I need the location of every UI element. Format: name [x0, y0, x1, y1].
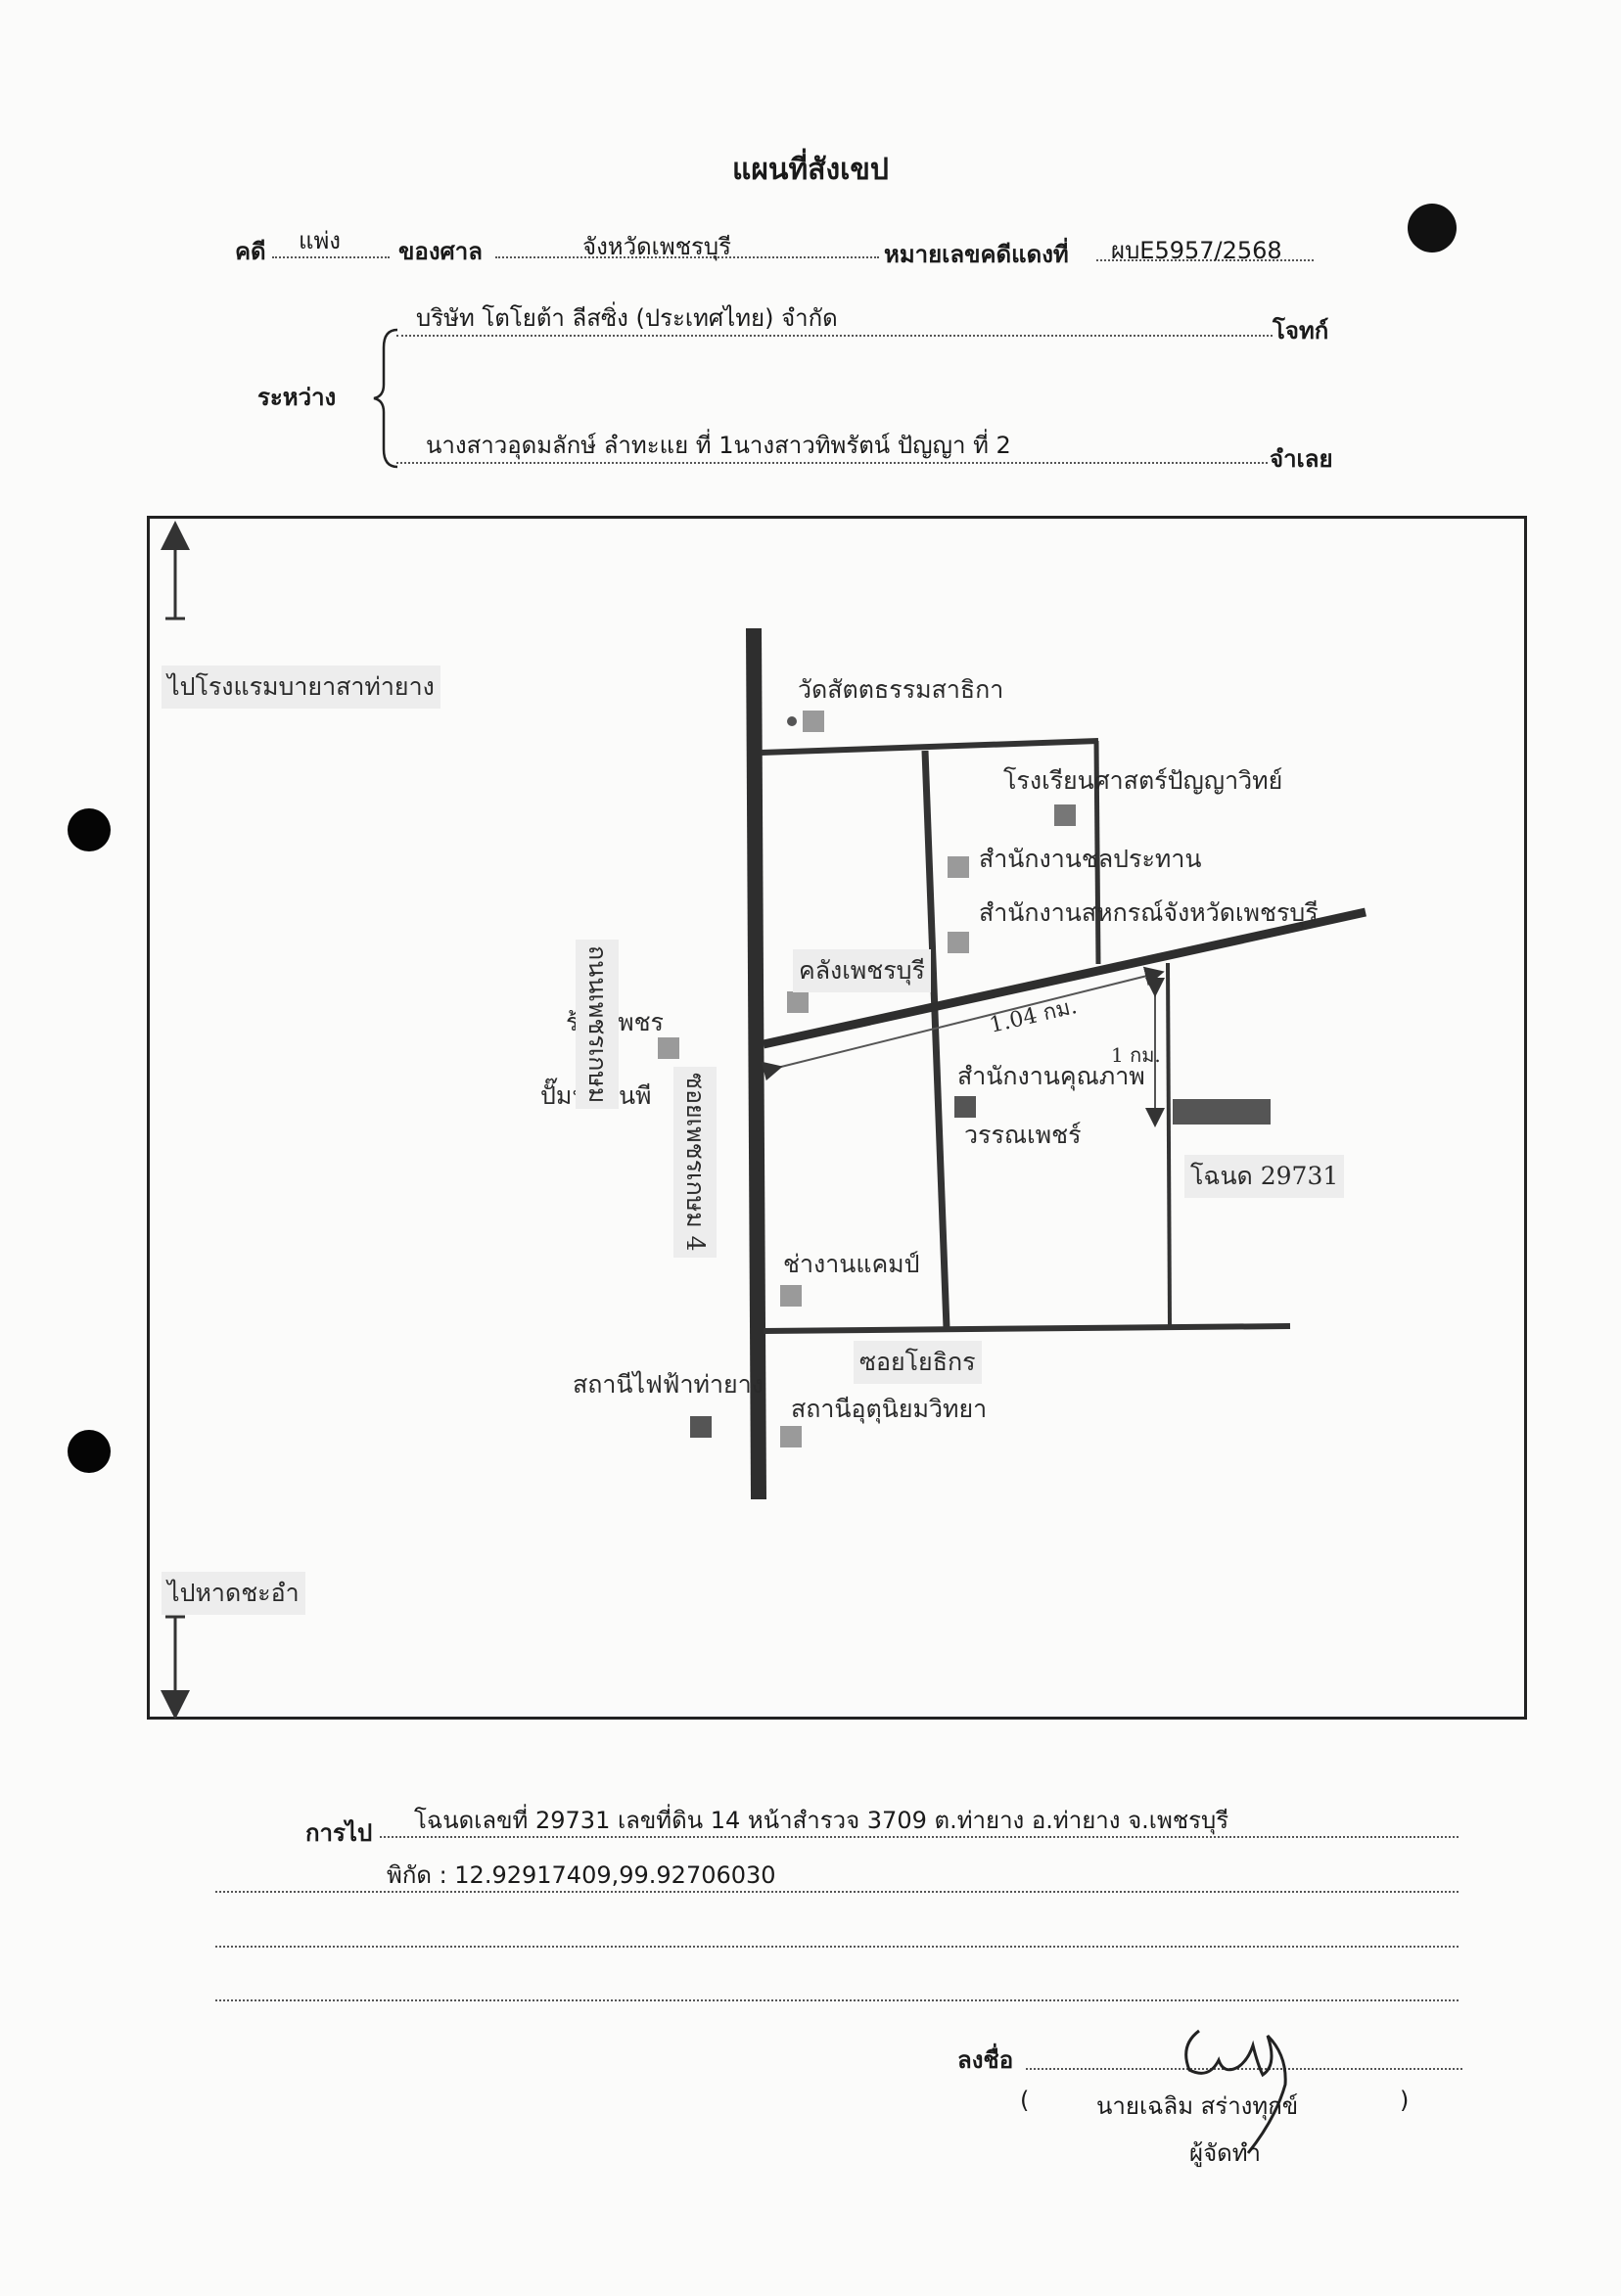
inner-road-line [921, 750, 950, 1329]
case-type: แพ่ง [299, 227, 342, 254]
signer-name: นายเฉลิม สร่างทุกข์ [1096, 2092, 1299, 2120]
school2-label: ช่างานแคมป์ [783, 1250, 920, 1278]
signature [1184, 2029, 1287, 2154]
sign-line [1026, 2068, 1462, 2070]
distance-arrow [761, 966, 1165, 1081]
directions-line-3 [215, 1946, 1459, 1948]
main-road-line [746, 627, 766, 1500]
signer-role: ผู้จัดทำ [1189, 2139, 1262, 2167]
office3-label: สำนักงานคุณภาพ [957, 1062, 1145, 1090]
signer-open: ( [1020, 2087, 1030, 2114]
main-road-soi-label: ซอยเพชรเกษม 4 [673, 1067, 717, 1258]
coords-text: พิกัด : 12.92917409,99.92706030 [387, 1861, 776, 1889]
to-top-label: ไปโรงแรมบายาสาท่ายาง [162, 666, 440, 709]
top-road-line [761, 738, 1099, 756]
bank-label: คลังเพชรบุรี [793, 949, 931, 992]
punch-hole-bottom [68, 1430, 111, 1473]
map-frame [147, 516, 1527, 1720]
plaintiff-label: โจทก์ [1273, 317, 1329, 344]
court-line [495, 256, 879, 258]
soi-label: ซอยโยธิกร [854, 1341, 982, 1384]
temple-dot [787, 716, 797, 726]
directions-label: การไป [305, 1819, 373, 1847]
ink-blot [1408, 204, 1457, 253]
school2-marker [780, 1285, 802, 1307]
soi-road-line [763, 1323, 1291, 1334]
right-road-line [1093, 740, 1101, 965]
shop-marker [658, 1037, 679, 1059]
station-marker [690, 1416, 712, 1438]
office3-marker [954, 1096, 976, 1118]
office1-label: สำนักงานชลประทาน [979, 845, 1202, 873]
office2-label: สำนักงานสหกรณ์จังหวัดเพชรบุรี [979, 898, 1319, 927]
office3b-label: วรรณเพชร์ [964, 1121, 1082, 1149]
office4-marker [780, 1426, 802, 1447]
plaintiff-line [396, 335, 1273, 337]
signer-close: ) [1400, 2087, 1410, 2114]
punch-hole-top [68, 808, 111, 851]
far-right-road-line [1166, 962, 1172, 1327]
between-label: ระหว่าง [257, 384, 337, 411]
defendants-line [396, 462, 1268, 464]
temple-marker [803, 711, 824, 732]
case-label: คดี [235, 238, 266, 265]
office2-marker [948, 932, 969, 953]
station-label: สถานีไฟฟ้าท่ายาง [573, 1370, 764, 1399]
defendant-label: จำเลย [1270, 445, 1333, 473]
case-number: ผบE5957/2568 [1111, 237, 1282, 264]
office1-marker [948, 856, 969, 878]
main-road-name: ถนนเพชรเกษม [583, 945, 612, 1104]
between-brace [373, 328, 398, 469]
to-bottom-label: ไปหาดชะอำ [162, 1572, 305, 1615]
defendants: นางสาวอุดมลักษ์ ลำทะแย ที่ 1นางสาวทิพรัต… [426, 432, 1011, 459]
directions-line-1 [380, 1836, 1459, 1838]
map-drawing [161, 521, 1366, 1720]
directions-text: โฉนดเลขที่ 29731 เลขที่ดิน 14 หน้าสำรวจ … [414, 1807, 1229, 1834]
main-road-label: ถนนเพชรเกษม [576, 940, 619, 1110]
bank-marker [787, 991, 809, 1013]
directions-line-4 [215, 1999, 1459, 2001]
distance2-label: 1 กม. [1111, 1043, 1161, 1067]
page-title: แผนที่สังเขป [732, 153, 889, 187]
plaintiff: บริษัท โตโยต้า ลีสซิ่ง (ประเทศไทย) จำกัด [416, 304, 838, 332]
school-label: โรงเรียนศาสตร์ปัญญาวิทย์ [1003, 766, 1283, 795]
case-number-label: หมายเลขคดีแดงที่ [884, 241, 1069, 268]
temple-label: วัดสัตตธรรมสาธิกา [798, 675, 1004, 704]
case-type-line [272, 256, 390, 258]
case-number-line [1096, 259, 1314, 261]
deed-plot [1173, 1099, 1271, 1125]
court-name: จังหวัดเพชรบุรี [582, 233, 731, 260]
deed-label: โฉนด 29731 [1184, 1155, 1345, 1198]
school-marker [1054, 804, 1076, 826]
court-label: ของศาล [398, 238, 483, 265]
office4-label: สถานีอุตุนิยมวิทยา [791, 1395, 988, 1423]
directions-line-2 [215, 1891, 1459, 1893]
main-road-soi-name: ซอยเพชรเกษม 4 [681, 1073, 710, 1252]
sign-label: ลงชื่อ [957, 2046, 1014, 2074]
